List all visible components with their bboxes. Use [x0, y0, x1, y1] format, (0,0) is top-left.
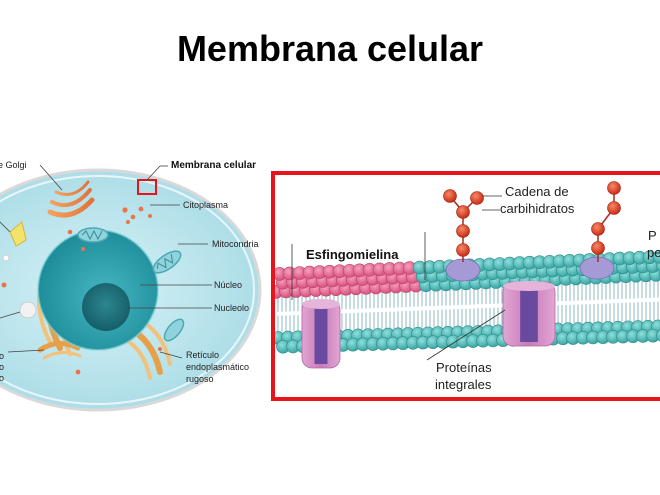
carb-bead — [591, 222, 605, 236]
label-rer-line1: Retículo — [186, 350, 219, 360]
carb-bead — [456, 243, 470, 257]
label-golgi: e Golgi — [0, 160, 27, 170]
carb-bead — [470, 191, 484, 205]
membrane-detail-frame — [271, 171, 660, 401]
golgi-apparatus — [47, 180, 95, 218]
nucleolus — [82, 283, 130, 331]
label-rer-line3: rugoso — [186, 374, 214, 384]
label-left-cut: o — [0, 373, 4, 383]
integral-protein-top — [503, 281, 555, 291]
membrane-detail-panel: Cadena de carbihidratos Esfingomielina P… — [271, 171, 660, 401]
label-cut-right-2: pe — [647, 245, 660, 260]
lipid-bilayer — [274, 250, 660, 369]
label-carb-line2: carbihidratos — [500, 201, 575, 216]
integral-protein-core — [314, 304, 328, 364]
integral-protein-core — [520, 286, 538, 342]
carb-bead — [591, 241, 605, 255]
cell-illustration: e Golgi Membrana celular Citoplasma Mito… — [0, 160, 262, 412]
label-proteins-line2: integrales — [435, 377, 492, 392]
label-left-cut: o — [0, 362, 4, 372]
carb-bead — [607, 181, 621, 195]
glycolipid-head — [579, 256, 615, 280]
label-cut-right-1: P — [648, 228, 657, 243]
carb-bead — [607, 201, 621, 215]
centriole — [9, 221, 27, 247]
label-cytoplasm: Citoplasma — [183, 200, 228, 210]
mitochondrion — [77, 227, 109, 243]
carb-bead — [456, 205, 470, 219]
carb-bead — [443, 189, 457, 203]
label-left-cut: o — [0, 351, 4, 361]
label-nucleolus: Nucleolo — [214, 303, 249, 313]
glycolipid-head — [445, 258, 481, 282]
vesicles — [1, 206, 162, 375]
label-nucleus: Núcleo — [214, 280, 242, 290]
label-rer-line2: endoplasmático — [186, 362, 249, 372]
label-carb-line1: Cadena de — [505, 184, 569, 199]
lipid-head — [656, 329, 660, 342]
carbohydrate-chains — [443, 181, 621, 262]
page-title: Membrana celular — [176, 28, 484, 69]
mitochondrion — [152, 250, 182, 274]
vacuole — [19, 301, 37, 319]
mitochondrion — [163, 318, 185, 342]
label-membrane: Membrana celular — [171, 160, 256, 171]
label-mitochondria: Mitocondria — [212, 239, 259, 249]
label-proteins-line1: Proteínas — [436, 360, 492, 375]
label-sphingomyelin: Esfingomielina — [306, 247, 399, 262]
carb-bead — [456, 224, 470, 238]
integral-protein-top — [302, 299, 340, 309]
